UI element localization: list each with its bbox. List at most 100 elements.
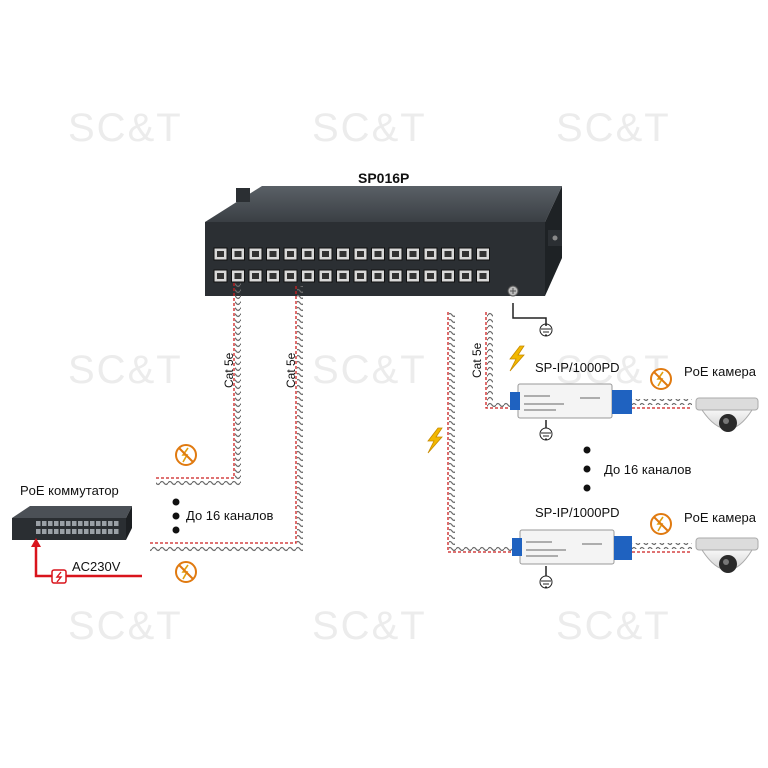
switch-ports: [36, 521, 119, 534]
switch-port: [42, 529, 47, 534]
cable-camera-2: [632, 543, 692, 553]
switch-port: [78, 521, 83, 526]
switch-port: [84, 529, 89, 534]
protector-label: SP-IP/1000PD: [535, 360, 620, 375]
rj45-port-socket: [427, 251, 434, 257]
rj45-port-socket: [304, 251, 312, 257]
switch-port: [48, 529, 53, 534]
rj45-port-socket: [462, 251, 469, 257]
cable-left-2: [150, 286, 303, 552]
rj45-port-socket: [322, 273, 329, 279]
watermark: SC&T: [556, 106, 671, 150]
switch-port: [60, 529, 65, 534]
switch-port: [66, 521, 71, 526]
ground-icon: [539, 566, 553, 589]
rj45-port-socket: [374, 251, 382, 257]
cable-left-1: [156, 282, 241, 487]
camera-icon: [695, 397, 759, 432]
rj45-port-socket: [409, 273, 417, 279]
watermark: SC&T: [68, 604, 183, 648]
rj45-port-socket: [269, 251, 277, 257]
no-surge-icon: [650, 368, 672, 390]
switch-port: [96, 529, 101, 534]
continuation-dots: [172, 498, 180, 534]
switch-port: [78, 529, 83, 534]
rj45-ports: [213, 247, 490, 283]
rj45-port-socket: [287, 251, 294, 257]
rj45-port-socket: [234, 251, 242, 257]
switch-label: PoE коммутатор: [20, 483, 119, 498]
switch-port: [108, 521, 113, 526]
rj45-port-socket: [392, 273, 399, 279]
switch-port: [90, 521, 95, 526]
rj45-port-socket: [304, 273, 312, 279]
switch-port: [114, 521, 119, 526]
rj45-port-socket: [462, 273, 469, 279]
channels-label: До 16 каналов: [604, 462, 692, 477]
switch-port: [66, 529, 71, 534]
rj45-port-socket: [444, 251, 452, 257]
rj45-port-socket: [322, 251, 329, 257]
switch-port: [108, 529, 113, 534]
switch-port: [84, 521, 89, 526]
rj45-port-socket: [287, 273, 294, 279]
power-label: AC230V: [72, 559, 121, 574]
rj45-port-socket: [252, 273, 259, 279]
rj45-port-socket: [427, 273, 434, 279]
switch-port: [42, 521, 47, 526]
watermark: SC&T: [312, 348, 427, 392]
ground-icon: [539, 420, 553, 441]
rj45-port-socket: [357, 273, 364, 279]
rj45-port-socket: [374, 273, 382, 279]
channels-label: До 16 каналов: [186, 508, 274, 523]
switch-port: [102, 529, 107, 534]
watermark: SC&T: [556, 604, 671, 648]
cable-label: Cat 5e: [470, 342, 484, 378]
switch-port: [54, 521, 59, 526]
watermark: SC&T: [68, 348, 183, 392]
rj45-port-socket: [444, 273, 452, 279]
switch-port: [54, 529, 59, 534]
protector-2: [512, 529, 632, 565]
rj45-port-socket: [234, 273, 242, 279]
cable-right-2: [447, 312, 520, 553]
camera-label: PoE камера: [684, 364, 757, 379]
cable-label: Cat 5e: [222, 352, 236, 388]
rj45-port-socket: [479, 251, 487, 257]
switch-port: [36, 521, 41, 526]
power-line: [31, 538, 142, 584]
camera-icon: [695, 537, 759, 573]
ground-icon: [512, 303, 553, 337]
switch-port: [72, 529, 77, 534]
rj45-port-socket: [252, 251, 259, 257]
rj45-port-socket: [217, 251, 224, 257]
lightning-icon: [509, 345, 525, 372]
switch-port: [102, 521, 107, 526]
no-surge-icon: [650, 513, 672, 535]
cable-label: Cat 5e: [284, 352, 298, 388]
protector-label: SP-IP/1000PD: [535, 505, 620, 520]
no-surge-icon: [175, 561, 197, 583]
rj45-port-socket: [217, 273, 224, 279]
no-surge-icon: [175, 444, 197, 466]
rj45-port-socket: [339, 273, 347, 279]
switch-port: [48, 521, 53, 526]
continuation-dots: [583, 446, 591, 492]
rj45-port-socket: [357, 251, 364, 257]
watermark: SC&T: [312, 604, 427, 648]
switch-port: [60, 521, 65, 526]
lightning-icon: [427, 427, 443, 454]
rj45-port-socket: [269, 273, 277, 279]
switch-port: [36, 529, 41, 534]
ground-screw: [507, 285, 519, 297]
hub-title: SP016P: [358, 170, 410, 186]
switch-port: [90, 529, 95, 534]
rj45-port-socket: [409, 251, 417, 257]
rj45-port-socket: [339, 251, 347, 257]
watermark: SC&T: [68, 106, 183, 150]
protector-1: [510, 383, 632, 419]
switch-port: [114, 529, 119, 534]
watermark: SC&T: [312, 106, 427, 150]
switch-port: [72, 521, 77, 526]
